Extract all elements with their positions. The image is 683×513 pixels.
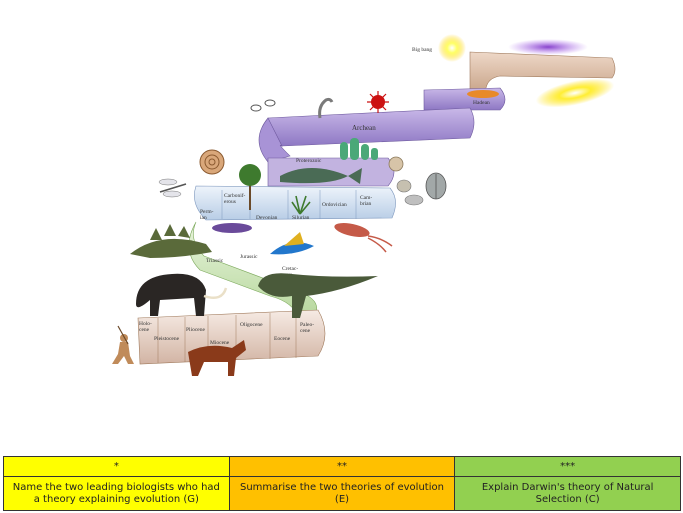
big-bang-flash	[438, 34, 466, 62]
mammoth-icon	[136, 273, 228, 316]
label-silurian: Silurian	[292, 215, 310, 221]
ribbon-hadean	[469, 51, 616, 93]
label-proterozoic: Proterozoic	[296, 158, 322, 164]
squid-icon	[334, 223, 393, 253]
trilobite-icon	[425, 172, 447, 200]
label-devonian: Devonian	[256, 215, 278, 221]
label-paleocene: Paleo-cene	[300, 322, 314, 334]
label-miocene: Miocene	[210, 340, 230, 346]
ribbon-paleozoic	[194, 185, 396, 221]
fish-icon	[280, 168, 362, 184]
galaxy	[535, 78, 615, 108]
label-jurassic: Jurassic	[240, 254, 258, 260]
sponges-icon	[340, 138, 378, 160]
task-stars-1: *	[3, 456, 230, 477]
label-permian: Perm-ian	[200, 209, 214, 221]
label-cambrian: Cam-brian	[360, 195, 372, 207]
worm-icon	[318, 97, 334, 119]
nebula	[508, 39, 588, 55]
task-stars-3: ***	[454, 456, 681, 477]
ribbon-archean-curve	[258, 117, 291, 163]
shell-icon	[388, 156, 404, 172]
label-pliocene: Pliocene	[186, 327, 205, 333]
human-icon	[112, 325, 134, 364]
tree-icon	[239, 164, 261, 210]
snail-icon	[396, 179, 412, 193]
task-table: * ** *** Name the two leading biologists…	[3, 456, 681, 511]
task-description-3: Explain Darwin's theory of Natural Selec…	[454, 476, 681, 511]
label-ordovician: Ordovician	[322, 202, 347, 208]
label-pleistocene: Pleistocene	[154, 336, 180, 342]
label-eocene: Eocene	[274, 336, 291, 342]
stegosaurus-icon	[130, 224, 212, 258]
label-holocene: Holo-cene	[139, 321, 152, 333]
label-oligocene: Oligocene	[240, 322, 263, 328]
task-description-1: Name the two leading biologists who had …	[3, 476, 230, 511]
hadean-volcano	[467, 90, 499, 98]
label-carboniferous: Carbonif-erous	[224, 192, 246, 205]
fern-icon	[291, 195, 311, 215]
task-stars-2: **	[228, 456, 456, 477]
label-archean: Archean	[352, 124, 376, 132]
task-description-2: Summarise the two theories of evolution …	[228, 476, 456, 511]
brachiopod-icon	[404, 194, 424, 206]
horse-icon	[188, 340, 246, 376]
label-hadean: Hadean	[473, 100, 490, 106]
label-triassic: Triassic	[206, 258, 224, 264]
dragonfly-icon	[158, 178, 187, 198]
ammonite-icon	[199, 149, 225, 175]
label-big-bang: Big bang	[412, 47, 432, 53]
microbes-icon	[250, 99, 276, 112]
jellyfish-icon	[212, 223, 252, 233]
bird-icon	[270, 232, 314, 255]
sea-urchin-icon	[367, 91, 389, 113]
evolution-timeline-illustration: Big bang Hadean Archean Proterozoic Cam-…	[112, 34, 616, 376]
dinosaur-icon	[258, 273, 378, 318]
